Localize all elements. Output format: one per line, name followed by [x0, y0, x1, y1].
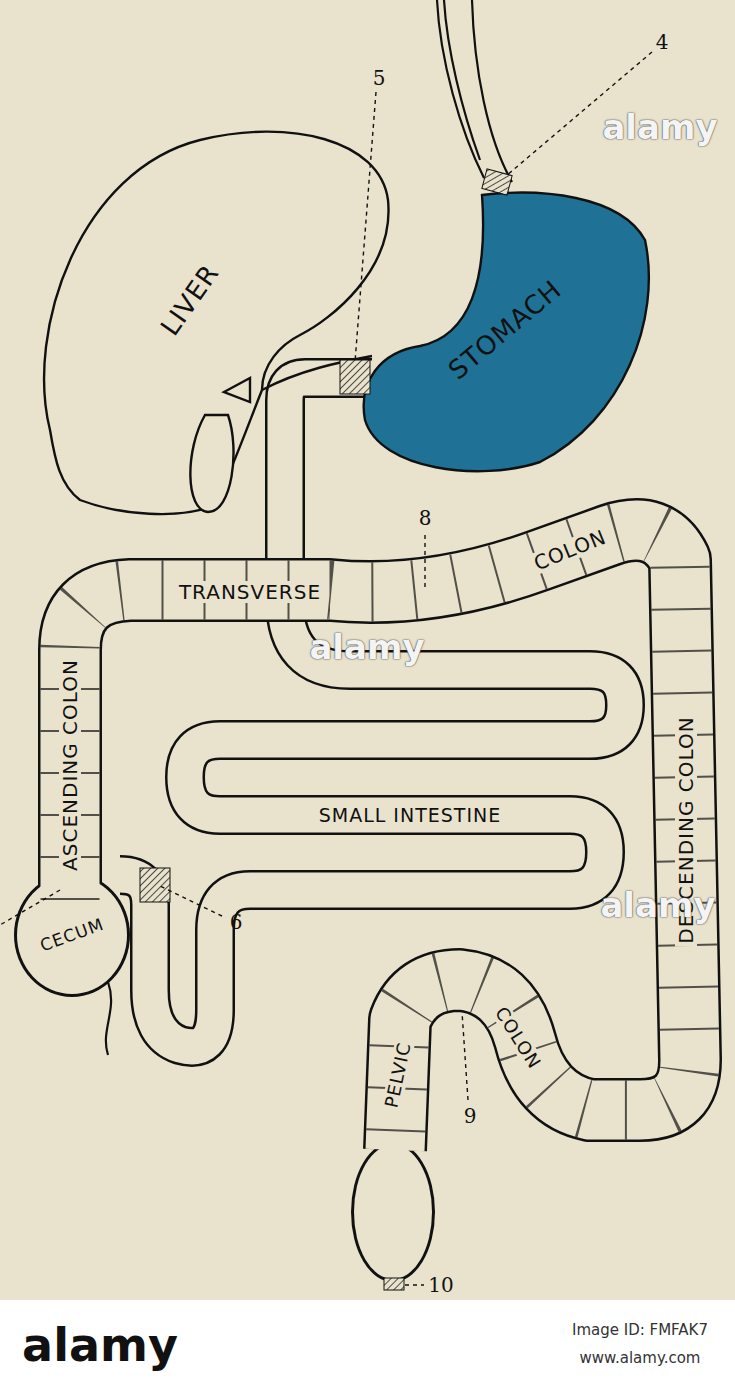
organ-name: LIVER — [154, 257, 226, 343]
watermark: alamy — [309, 629, 424, 666]
organ-name: STOMACH — [441, 273, 569, 387]
valve-hatching — [140, 169, 512, 1290]
organ-name: CECUM — [35, 914, 110, 956]
organ-name: TRANSVERSE — [176, 581, 324, 603]
callout-number: 10 — [428, 1274, 453, 1296]
callout-number: 8 — [419, 507, 432, 529]
callout-number: 9 — [464, 1105, 477, 1127]
organ-name: PELVIC — [381, 1037, 415, 1112]
watermark: alamy — [602, 109, 717, 146]
organ-region: STOMACH — [380, 210, 640, 450]
watermark: www.alamy.com — [580, 1350, 701, 1367]
small-intestine-tube — [120, 378, 625, 1047]
callout-number: 4 — [656, 31, 669, 53]
esophagus — [437, 0, 512, 182]
organ-name: SMALL INTESTINE — [316, 805, 505, 826]
organ-name: ASCENDING COLON — [59, 656, 81, 874]
watermark: alamy — [600, 887, 715, 924]
paper-ground — [0, 0, 735, 1300]
watermark: Image ID: FMFAK7 — [572, 1322, 708, 1339]
callout-number: 6 — [230, 911, 243, 933]
organ-region: DESCENDING COLON — [660, 580, 720, 1060]
watermark: alamy — [22, 1320, 178, 1371]
organ-region: ASCENDING COLON — [40, 640, 100, 890]
leader-lines — [0, 52, 652, 1285]
organ-name: COLON — [528, 524, 612, 575]
organ-region: SMALL INTESTINE — [230, 800, 590, 830]
stomach-shape — [364, 193, 649, 472]
organ-region: LIVER — [60, 160, 320, 460]
organ-name: COLON — [490, 1001, 546, 1075]
organ-region: TRANSVERSE COLON — [140, 520, 660, 620]
footer-bar — [0, 1300, 735, 1390]
liver-outline — [44, 132, 388, 514]
organ-region: PELVIC COLON — [370, 990, 550, 1115]
large-intestine-tube — [14, 530, 690, 1282]
organ-region: CECUM — [22, 900, 122, 970]
callout-number: 5 — [373, 67, 386, 89]
